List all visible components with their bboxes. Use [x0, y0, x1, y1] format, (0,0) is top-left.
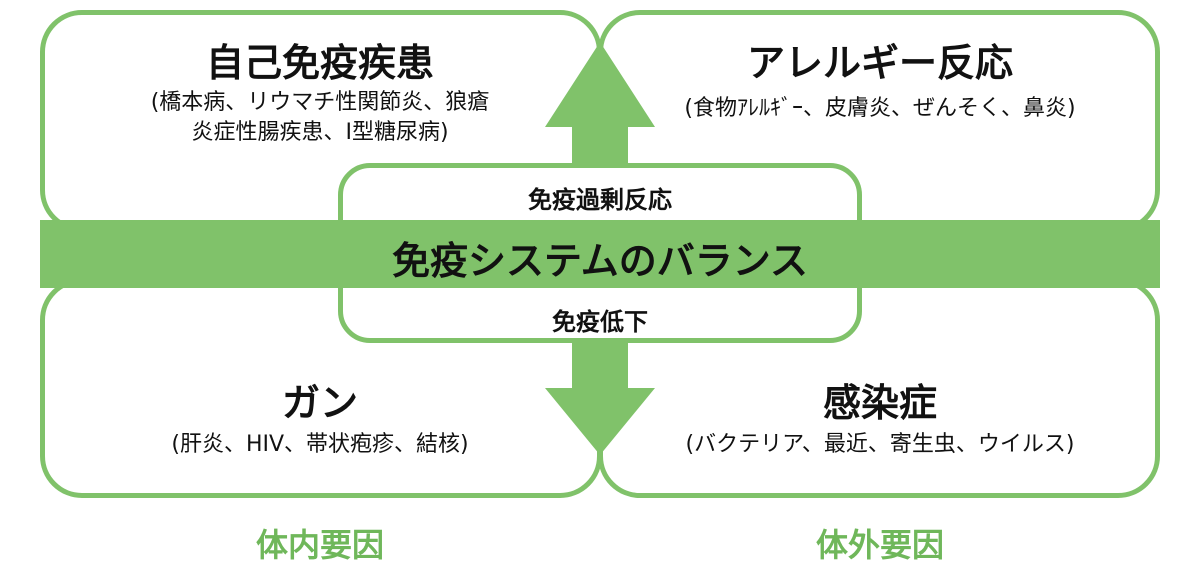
balance-label: 免疫システムのバランス: [391, 239, 809, 283]
infection-detail: (バクテリア、最近、寄生虫、ウイルス): [685, 432, 1075, 457]
balance-band: [40, 220, 1160, 288]
down-arrow-icon: [545, 335, 655, 455]
overreaction-label: 免疫過剰反応: [528, 186, 672, 214]
allergy-detail: (食物ｱﾚﾙｷﾞｰ、皮膚炎、ぜんそく、鼻炎): [684, 96, 1076, 121]
external-factors-label: 体外要因: [815, 526, 944, 564]
autoimmune-detail-2: 炎症性腸疾患、I型糖尿病): [191, 120, 449, 145]
autoimmune-detail-1: (橋本病、リウマチ性関節炎、狼瘡: [150, 90, 490, 115]
cancer-title: ガン: [281, 381, 358, 425]
infection-title: 感染症: [822, 381, 937, 425]
autoimmune-box: [40, 10, 602, 232]
up-arrow-icon: [545, 42, 655, 175]
immune-decline-label: 免疫低下: [552, 308, 648, 336]
internal-factors-label: 体内要因: [255, 526, 384, 564]
cancer-detail: (肝炎、HIV、帯状疱疹、結核): [171, 432, 469, 457]
allergy-title: アレルギー反応: [746, 41, 1013, 85]
autoimmune-title: 自己免疫疾患: [205, 41, 434, 85]
